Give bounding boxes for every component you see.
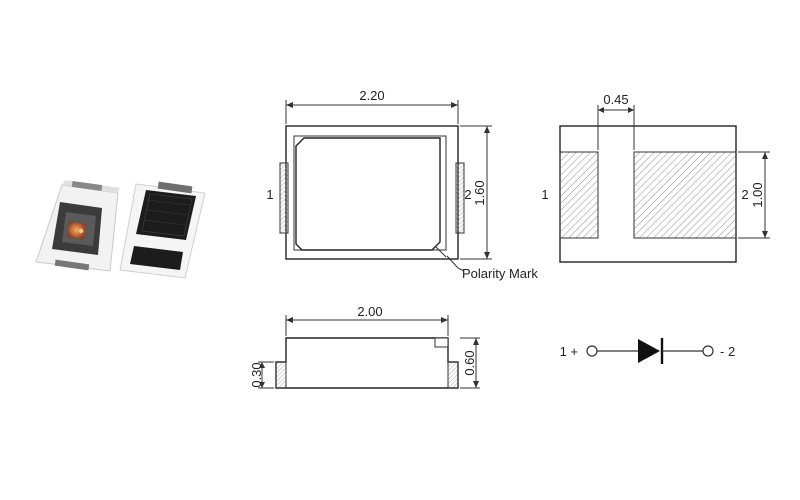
- side-height-dim: 0.60: [462, 350, 477, 375]
- bottom-pad-height-dim: 1.00: [750, 182, 765, 207]
- side-terminal-dim: 0.30: [249, 362, 264, 387]
- side-view-polarity-notch: [434, 337, 449, 348]
- bottom-pin-2-label: 2: [741, 187, 748, 202]
- cathode-terminal-icon: [702, 345, 714, 357]
- cathode-label: - 2: [720, 344, 735, 359]
- anode-label: 1 +: [560, 344, 578, 359]
- top-pin-1-label: 1: [266, 187, 273, 202]
- top-view-lens-cavity: [295, 137, 441, 251]
- led-photo-front: [35, 180, 120, 272]
- bottom-pin-1-label: 1: [541, 187, 548, 202]
- top-view-right-terminal: [455, 162, 465, 234]
- bottom-view-pad-2: [633, 151, 737, 239]
- bottom-gap-dim: 0.45: [603, 92, 628, 107]
- top-view: 2.20 1.60 1 2 Polarity Mark: [266, 88, 538, 281]
- top-height-dim: 1.60: [472, 180, 487, 205]
- side-view-body: [275, 337, 459, 389]
- bottom-view-pad-1: [559, 151, 599, 239]
- side-view-left-terminal: [275, 361, 287, 389]
- top-view-left-terminal: [279, 162, 289, 234]
- diode-triangle-icon: [638, 339, 660, 363]
- led-photo-back: [119, 181, 206, 279]
- diode-symbol: 1 + - 2: [560, 338, 735, 364]
- side-view: 2.00 0.30 0.60: [249, 304, 480, 389]
- anode-terminal-icon: [586, 345, 598, 357]
- polarity-mark-label: Polarity Mark: [462, 266, 538, 281]
- top-pin-2-label: 2: [464, 187, 471, 202]
- side-view-right-terminal: [447, 361, 459, 389]
- side-width-dim: 2.00: [357, 304, 382, 319]
- top-width-dim: 2.20: [359, 88, 384, 103]
- bottom-view: 0.45 1.00 1 2: [541, 92, 770, 263]
